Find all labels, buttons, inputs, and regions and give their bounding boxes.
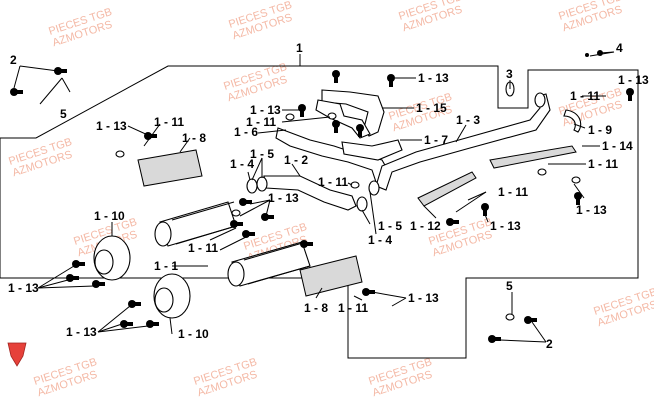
gasket-ring-left-a [246,178,258,194]
silencer-lower [227,241,363,297]
front-pipe [263,175,357,211]
callout-1-13-i: 1 - 13 [408,291,439,305]
end-cap-upper [93,235,131,281]
callout-1-11-e: 1 - 11 [318,175,348,189]
silencer-upper [137,149,237,247]
callout-1-4-bottom: 1 - 4 [368,233,392,247]
callout-1-13-h: 1 - 13 [8,281,39,295]
callout-1-7: 1 - 7 [424,133,448,147]
callout-2-top: 2 [10,53,17,67]
header-pipe-lower-branch [341,139,403,161]
callout-1-8-bottom: 1 - 8 [304,301,328,315]
callout-1: 1 [296,41,303,55]
callout-1-10-top: 1 - 10 [94,209,125,223]
spring-1-11 [115,81,581,321]
callout-1-11-d: 1 - 11 [588,157,618,171]
callout-1-9: 1 - 9 [588,123,612,137]
callout-1-2: 1 - 2 [284,153,308,167]
gasket-ring-left-b [256,176,268,192]
callout-1-4-top: 1 - 4 [230,157,254,171]
long-exhaust-pipe [375,93,551,191]
callout-1-13-f: 1 - 13 [576,203,607,217]
pipe-end-cap [534,92,546,108]
callout-1-13-c: 1 - 13 [250,103,281,117]
callout-1-11-b: 1 - 11 [246,115,276,129]
assembly-outline [0,65,639,359]
callout-1-6: 1 - 6 [234,125,258,139]
gasket-ring-right-b [368,180,380,196]
heat-shield-1-14 [489,145,577,169]
callout-1-11-c: 1 - 11 [154,115,184,129]
callout-5-top: 5 [60,107,67,121]
callout-5-bottom: 5 [506,279,513,293]
callout-1-14: 1 - 14 [602,139,633,153]
leader-lines [13,51,615,343]
callout-1-13-g: 1 - 13 [490,219,521,233]
callout-1-11-a: 1 - 11 [570,89,600,103]
callout-1-12: 1 - 12 [410,219,441,233]
callout-1-13-d: 1 - 13 [96,119,127,133]
brand-logo [7,342,27,367]
callout-1-10-bottom: 1 - 10 [178,327,209,341]
callout-1-3: 1 - 3 [456,113,480,127]
callout-4: 4 [616,41,623,55]
callout-1-13-b: 1 - 13 [618,73,649,87]
callout-1-15: 1 - 15 [416,101,447,115]
callout-1-5-top: 1 - 5 [250,147,274,161]
callout-1-13-j: 1 - 13 [66,325,97,339]
callout-1-5-bottom: 1 - 5 [378,219,402,233]
callout-labels: 1 2 5 3 4 1 - 13 1 - 13 1 - 11 1 - 13 1 … [8,41,649,351]
callout-1-11-f: 1 - 11 [498,185,528,199]
callout-1-11-g: 1 - 11 [188,241,218,255]
callout-1-13-a: 1 - 13 [418,71,449,85]
end-cap-lower [153,273,191,319]
callout-2-bottom: 2 [546,337,553,351]
callout-1-1: 1 - 1 [154,259,178,273]
callout-1-13-e: 1 - 13 [268,191,299,205]
callout-3: 3 [506,67,513,81]
heat-shield-1-12 [417,171,477,207]
pipe-clamp-1-9 [563,109,582,133]
gasket-ring-right-a [356,196,368,212]
callout-1-8-top: 1 - 8 [182,131,206,145]
callout-1-11-h: 1 - 11 [338,301,368,315]
